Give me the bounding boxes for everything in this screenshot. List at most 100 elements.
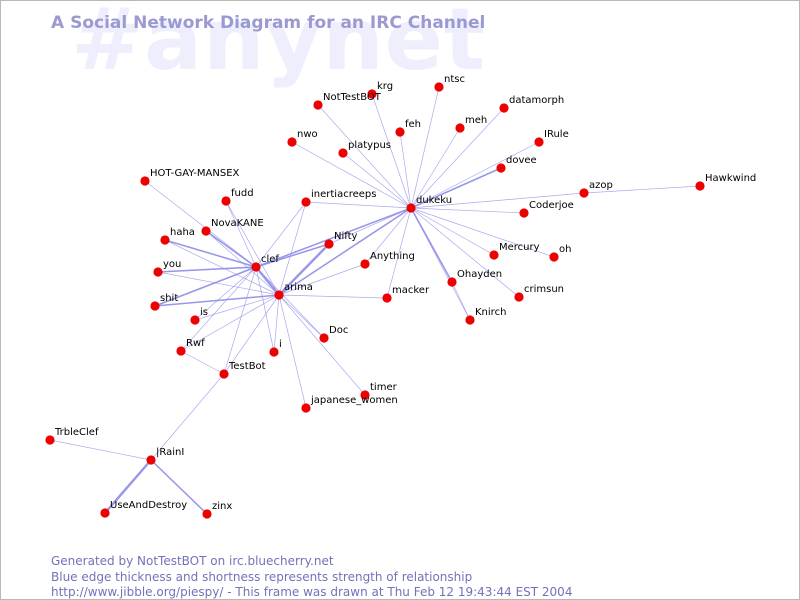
edge-clef-Nifty [255, 243, 330, 268]
edge-azop-Hawkwind [583, 185, 701, 194]
node-IRule: IRule [534, 129, 569, 147]
node-shit: shit [150, 293, 178, 311]
node-label: inertiacreeps [311, 189, 376, 200]
footer-url-timestamp: http://www.jibble.org/piespy/ - This fra… [51, 585, 573, 599]
edge-clef-inertiacreeps [255, 201, 307, 268]
edge-dukeku-ntsc [410, 86, 440, 209]
node-dot [219, 369, 229, 379]
node-label: macker [392, 285, 430, 296]
node-label: ntsc [444, 74, 465, 85]
edge-dukeku-azop [410, 192, 585, 209]
node-dot [695, 181, 705, 191]
node-label: Nifty [334, 231, 358, 242]
node-dot [251, 262, 261, 272]
node-macker: macker [382, 285, 430, 303]
edge-clef-Doc [255, 266, 325, 339]
edge-dukeku-Anything [364, 207, 412, 265]
node-dot [324, 239, 334, 249]
node-Coderjoe: Coderjoe [519, 200, 574, 218]
node-dot [395, 127, 405, 137]
edge-dukeku-platypus [342, 152, 412, 209]
node-dot [190, 315, 200, 325]
node-label: NotTestBOT [323, 92, 382, 103]
node-label: HOT-GAY-MANSEX [150, 168, 240, 179]
node-dot [499, 103, 509, 113]
nodes-layer: dukekuclefarimakrgNotTestBOTntscdatamorp… [45, 74, 756, 519]
edge-Rwf-TestBot [180, 350, 225, 375]
edge-clef-i [255, 266, 275, 353]
node-label: japanese_women [310, 395, 398, 406]
edge-arima-haha [164, 239, 280, 296]
node-Hawkwind: Hawkwind [695, 173, 756, 191]
node-haha: haha [160, 227, 195, 245]
edge-arima-timer [278, 294, 366, 396]
footer-legend-note: Blue edge thickness and shortness repres… [51, 570, 473, 584]
edge-IRainI-UseAndDestroy [104, 459, 152, 514]
node-label: UseAndDestroy [110, 500, 187, 511]
node-label: feh [405, 119, 421, 130]
edge-dukeku-Coderjoe [410, 207, 525, 214]
node-dot [549, 252, 559, 262]
node-label: TestBot [228, 361, 266, 372]
node-dot [534, 137, 544, 147]
node-label: Anything [370, 251, 415, 262]
node-label: dovee [506, 155, 537, 166]
node-dot [514, 292, 524, 302]
node-feh: feh [395, 119, 421, 137]
node-label: krg [377, 81, 393, 92]
node-label: TrbleClef [54, 427, 99, 438]
node-dot [287, 137, 297, 147]
node-label: i [279, 339, 282, 350]
node-label: Ohayden [457, 269, 502, 280]
node-label: shit [160, 293, 178, 304]
node-label: |RainI [156, 447, 184, 458]
node-crimsun: crimsun [514, 284, 564, 302]
node-dot [176, 346, 186, 356]
diagram-title: A Social Network Diagram for an IRC Chan… [51, 13, 486, 33]
edge-clef-haha [164, 239, 257, 268]
node-zinx: zinx [202, 501, 232, 519]
node-dot [319, 333, 329, 343]
node-nwo: nwo [287, 129, 318, 147]
edge-arima-inertiacreeps [278, 201, 307, 296]
edge-dukeku-nwo [291, 141, 412, 209]
edge-clef-Rwf [180, 266, 257, 352]
node-you: you [153, 259, 181, 277]
node-dot [45, 435, 55, 445]
node-Nifty: Nifty [324, 231, 358, 249]
edge-arima-is [194, 294, 280, 321]
node-label: meh [465, 115, 487, 126]
edge-dukeku-clef [255, 207, 412, 268]
node-clef: clef [251, 254, 279, 272]
edge-arima-i [273, 294, 280, 353]
node-NovaKANE: NovaKANE [201, 218, 264, 236]
edge-clef-HOT-GAY-MANSEX [144, 180, 257, 268]
node-dot [465, 315, 475, 325]
node-dot [301, 403, 311, 413]
node-dot [274, 290, 284, 300]
edge-dukeku-inertiacreeps [305, 201, 412, 209]
edge-clef-you [157, 266, 257, 273]
node-platypus: platypus [338, 140, 391, 158]
node-datamorph: datamorph [499, 95, 564, 113]
node-label: is [200, 307, 208, 318]
node-label: timer [370, 382, 398, 393]
edge-dukeku-oh [410, 207, 555, 258]
edge-Ohayden-Knirch [451, 281, 471, 321]
node-label: IRule [544, 129, 569, 140]
edge-arima-TestBot [223, 294, 280, 375]
node-label: oh [559, 244, 571, 255]
node-Ohayden: Ohayden [447, 269, 502, 287]
node-dot [201, 226, 211, 236]
edge-TestBot-IRainI [150, 373, 225, 461]
edge-dukeku-meh [410, 127, 461, 209]
node-dot [269, 347, 279, 357]
node-label: arima [284, 282, 313, 293]
node-dot [496, 163, 506, 173]
edge-dukeku-datamorph [410, 107, 505, 209]
node-IRainI: |RainI [146, 447, 184, 465]
node-dot [146, 455, 156, 465]
node-label: you [163, 259, 181, 270]
node-dot [160, 235, 170, 245]
